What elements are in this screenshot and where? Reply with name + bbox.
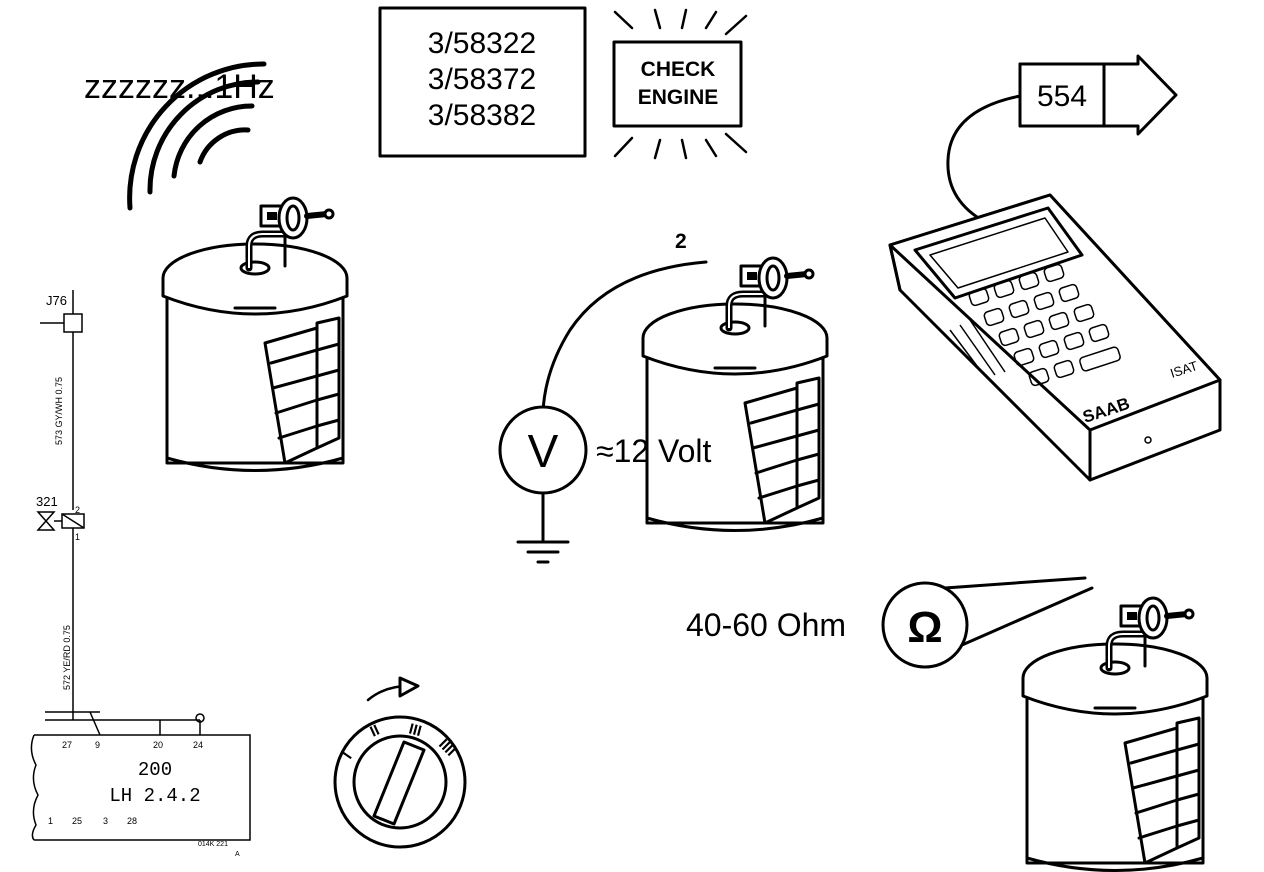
ecu-line2: LH 2.4.2 bbox=[109, 785, 200, 807]
fault-code-2: 3/58372 bbox=[428, 63, 536, 96]
lamp-rays-icon bbox=[613, 8, 748, 160]
wiring-diagram: J76 573 GY/WH 0.75 321 2 1 572 YE/RD 0.7… bbox=[30, 290, 251, 858]
tester-code: 554 bbox=[1037, 80, 1087, 113]
voltmeter-symbol: V bbox=[528, 425, 559, 477]
ecu-pin-9: 9 bbox=[95, 740, 100, 750]
component-label: 321 bbox=[36, 494, 58, 509]
ecu-line1: 200 bbox=[138, 759, 172, 781]
pin-bottom-label: 1 bbox=[75, 532, 80, 542]
pin-top-label: 2 bbox=[75, 505, 80, 515]
ohmmeter-icon bbox=[881, 581, 969, 669]
resistance-label: 40-60 Ohm bbox=[686, 607, 846, 643]
connector-label: J76 bbox=[46, 293, 67, 308]
buzz-label: zzzzzz...1Hz bbox=[84, 68, 275, 106]
valve-symbol-icon bbox=[36, 511, 62, 531]
valve-canister-voltage bbox=[643, 258, 827, 531]
ecu-pin-24: 24 bbox=[193, 740, 203, 750]
ignition-pos-3: III bbox=[407, 720, 423, 740]
check-engine-line2: ENGINE bbox=[638, 86, 719, 109]
valve-canister-buzzing bbox=[163, 198, 347, 471]
ohmmeter-leads bbox=[943, 576, 1094, 647]
ground-icon bbox=[516, 540, 570, 564]
ecu-box bbox=[34, 734, 251, 841]
fault-code-3: 3/58382 bbox=[428, 99, 536, 132]
ecu-pin-25: 25 bbox=[72, 816, 82, 826]
ecu-pin-20: 20 bbox=[153, 740, 163, 750]
ecu-pin-27: 27 bbox=[62, 740, 72, 750]
fault-code-box bbox=[378, 6, 587, 158]
fault-code-1: 3/58322 bbox=[428, 27, 536, 60]
ref-code: 014K 221 bbox=[198, 841, 228, 848]
voltmeter-lead bbox=[541, 260, 708, 414]
wire-bottom-label: 572 YE/RD 0.75 bbox=[62, 625, 72, 690]
voltage-label: ≈12 Volt bbox=[596, 433, 712, 469]
ecu-pin-1: 1 bbox=[48, 816, 53, 826]
valve-canister-resistance bbox=[1023, 598, 1207, 871]
ignition-key-slot bbox=[372, 740, 426, 826]
check-engine-lamp bbox=[612, 40, 743, 128]
connector-box bbox=[63, 313, 83, 333]
turn-arrow-icon bbox=[398, 676, 420, 698]
tester-cable bbox=[946, 94, 1022, 224]
ignition-switch: I II III IIII bbox=[333, 676, 467, 849]
diagnostic-tester: SAAB ISAT bbox=[888, 193, 1222, 482]
ref-suffix: A bbox=[235, 851, 240, 858]
pin-label: 2 bbox=[675, 230, 687, 253]
ohmmeter-symbol: Ω bbox=[907, 603, 942, 652]
wire-top-label: 573 GY/WH 0.75 bbox=[54, 377, 64, 445]
check-engine-line1: CHECK bbox=[641, 58, 716, 81]
ecu-pin-28: 28 bbox=[127, 816, 137, 826]
ecu-pin-3: 3 bbox=[103, 816, 108, 826]
sound-waves-icon bbox=[127, 61, 267, 211]
